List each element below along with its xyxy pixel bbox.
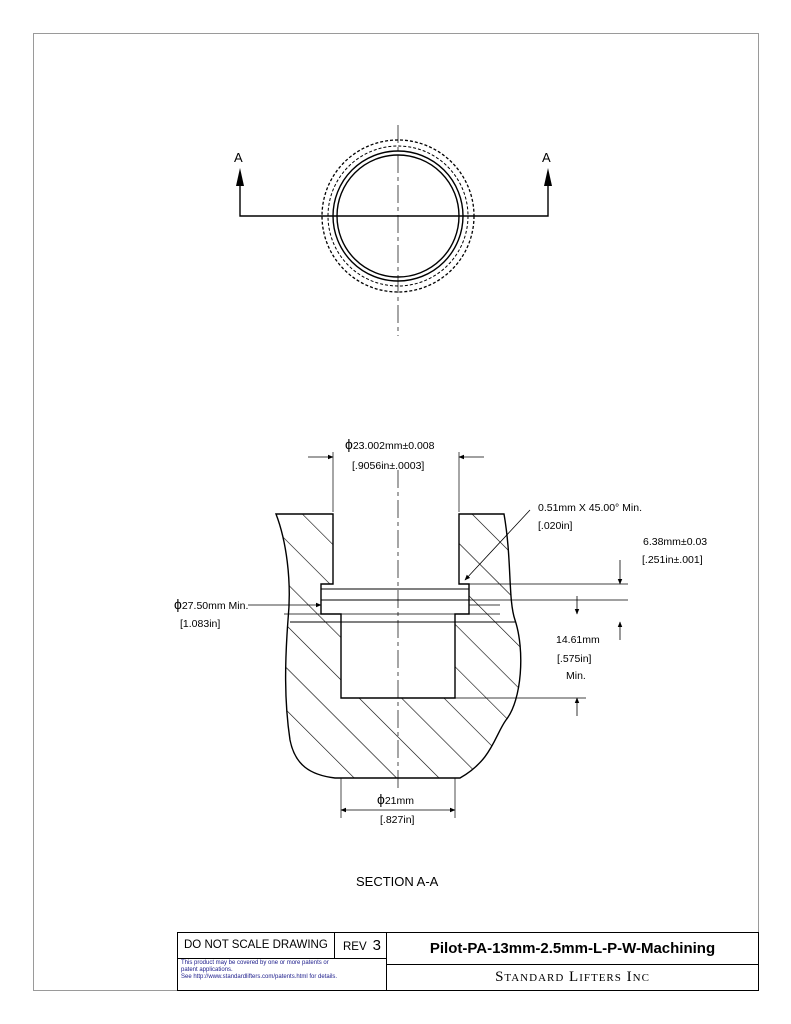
- section-view: ϕ23.002mm±0.008 [.9056in±.0003] 0.51mm X…: [174, 436, 707, 889]
- bore-dia-metric: 23.002mm±0.008: [353, 440, 435, 452]
- part-body: [276, 514, 521, 778]
- lower-diameter-symbol: ϕ: [377, 791, 385, 807]
- svg-text:ϕ21mm: ϕ21mm: [377, 791, 414, 807]
- svg-text:[.575in]: [.575in]: [557, 653, 592, 665]
- chamfer-imperial: .020in: [541, 520, 570, 532]
- top-view: A A: [234, 125, 552, 336]
- svg-text:[.9056in±.0003]: [.9056in±.0003]: [352, 460, 424, 472]
- section-label-left: A: [234, 150, 243, 165]
- depth-note: Min.: [566, 670, 586, 682]
- groove-dia-metric: 27.50mm Min.: [182, 600, 249, 612]
- svg-text:[.827in]: [.827in]: [380, 814, 415, 826]
- section-caption: SECTION A-A: [356, 874, 439, 889]
- patent-line-3: See http://www.standardlifters.com/paten…: [181, 974, 338, 980]
- section-label-right: A: [542, 150, 551, 165]
- section-arrow-left: [236, 168, 244, 186]
- lower-dia-imperial: .827in: [383, 814, 412, 826]
- patent-line-1: This product may be covered by one or mo…: [181, 960, 329, 966]
- groove-diameter-symbol: ϕ: [174, 596, 182, 612]
- company-name: Standard Lifters Inc: [495, 969, 650, 985]
- part-name: Pilot-PA-13mm-2.5mm-L-P-W-Machining: [387, 933, 758, 965]
- title-block: DO NOT SCALE DRAWING REV 3 This product m…: [177, 932, 759, 991]
- revision-cell: REV 3: [335, 933, 387, 959]
- groove-depth-metric: 6.38mm±0.03: [643, 536, 707, 548]
- section-cut-line: [239, 185, 549, 217]
- diameter-symbol: ϕ: [345, 436, 353, 452]
- groove-depth-imperial: .251in±.001: [645, 554, 700, 566]
- section-arrow-right: [544, 168, 552, 186]
- bore-dia-imperial: .9056in±.0003: [355, 460, 422, 472]
- svg-text:ϕ27.50mm Min.: ϕ27.50mm Min.: [174, 596, 248, 612]
- svg-text:[.251in±.001]: [.251in±.001]: [642, 554, 703, 566]
- part-outline: [274, 513, 522, 779]
- chamfer-metric: 0.51mm X 45.00° Min.: [538, 502, 642, 514]
- depth-metric: 14.61mm: [556, 634, 600, 646]
- depth-imperial: .575in: [560, 653, 589, 665]
- patent-line-2: patent applications.: [181, 967, 233, 973]
- rev-label: REV: [343, 941, 367, 953]
- patent-notice: This product may be covered by one or mo…: [178, 959, 387, 990]
- rev-value: 3: [372, 937, 381, 954]
- svg-text:[1.083in]: [1.083in]: [180, 618, 220, 630]
- lower-dia-metric: 21mm: [385, 795, 414, 807]
- svg-text:ϕ23.002mm±0.008: ϕ23.002mm±0.008: [345, 436, 435, 452]
- svg-text:[.020in]: [.020in]: [538, 520, 573, 532]
- do-not-scale-label: DO NOT SCALE DRAWING: [178, 933, 335, 959]
- groove-dia-imperial: 1.083in: [183, 618, 218, 630]
- chamfer-leader: [464, 509, 531, 581]
